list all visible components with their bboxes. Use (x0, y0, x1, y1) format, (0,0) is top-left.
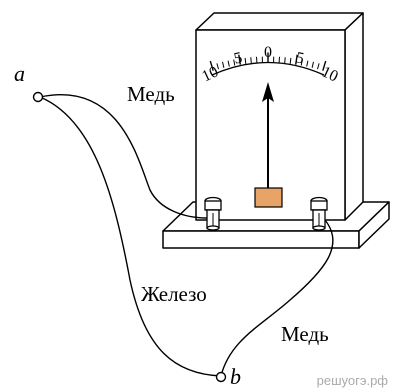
scale-label-zero: 0 (264, 44, 272, 61)
scale-tick (317, 63, 320, 70)
copper-bottom-label: Медь (281, 322, 329, 346)
scale-labels: 10 5 0 5 10 (199, 44, 340, 86)
scale-tick (250, 57, 252, 64)
scale-label-left-5: 5 (232, 49, 243, 67)
scale-label-right-5: 5 (294, 49, 305, 67)
scale-tick (311, 61, 314, 68)
scale-tick (295, 54, 298, 65)
scale-label-right-10: 10 (319, 63, 341, 85)
scale-tick (227, 60, 230, 67)
scale-tick (289, 57, 292, 64)
point-a-label: a (14, 61, 25, 86)
scale-tick (306, 60, 309, 67)
scale-tick (238, 54, 241, 65)
scale-tick (222, 61, 225, 68)
scale-tick (322, 60, 327, 71)
terminal-left (204, 196, 222, 231)
meter-needle (262, 82, 274, 188)
scale-tick (216, 63, 219, 70)
scale-tick (233, 59, 236, 66)
point-a-marker (32, 91, 44, 103)
meter-scale (209, 52, 327, 76)
indicator-block (254, 187, 283, 208)
copper-top-label: Медь (127, 82, 175, 106)
copper-wire-bottom (220, 219, 334, 377)
scale-tick (284, 57, 286, 64)
point-b-label: b (230, 364, 241, 389)
point-b-marker (215, 371, 227, 383)
scale-tick-marks (209, 52, 327, 71)
scale-tick (300, 59, 303, 66)
iron-wire (39, 96, 222, 377)
scale-label-left-10: 10 (199, 63, 221, 85)
iron-label: Железо (141, 282, 207, 306)
watermark: решуогэ.рф (317, 373, 389, 388)
scale-tick (209, 60, 214, 71)
copper-wire-top (39, 94, 208, 219)
terminal-right (310, 196, 328, 231)
scale-tick (244, 57, 247, 64)
